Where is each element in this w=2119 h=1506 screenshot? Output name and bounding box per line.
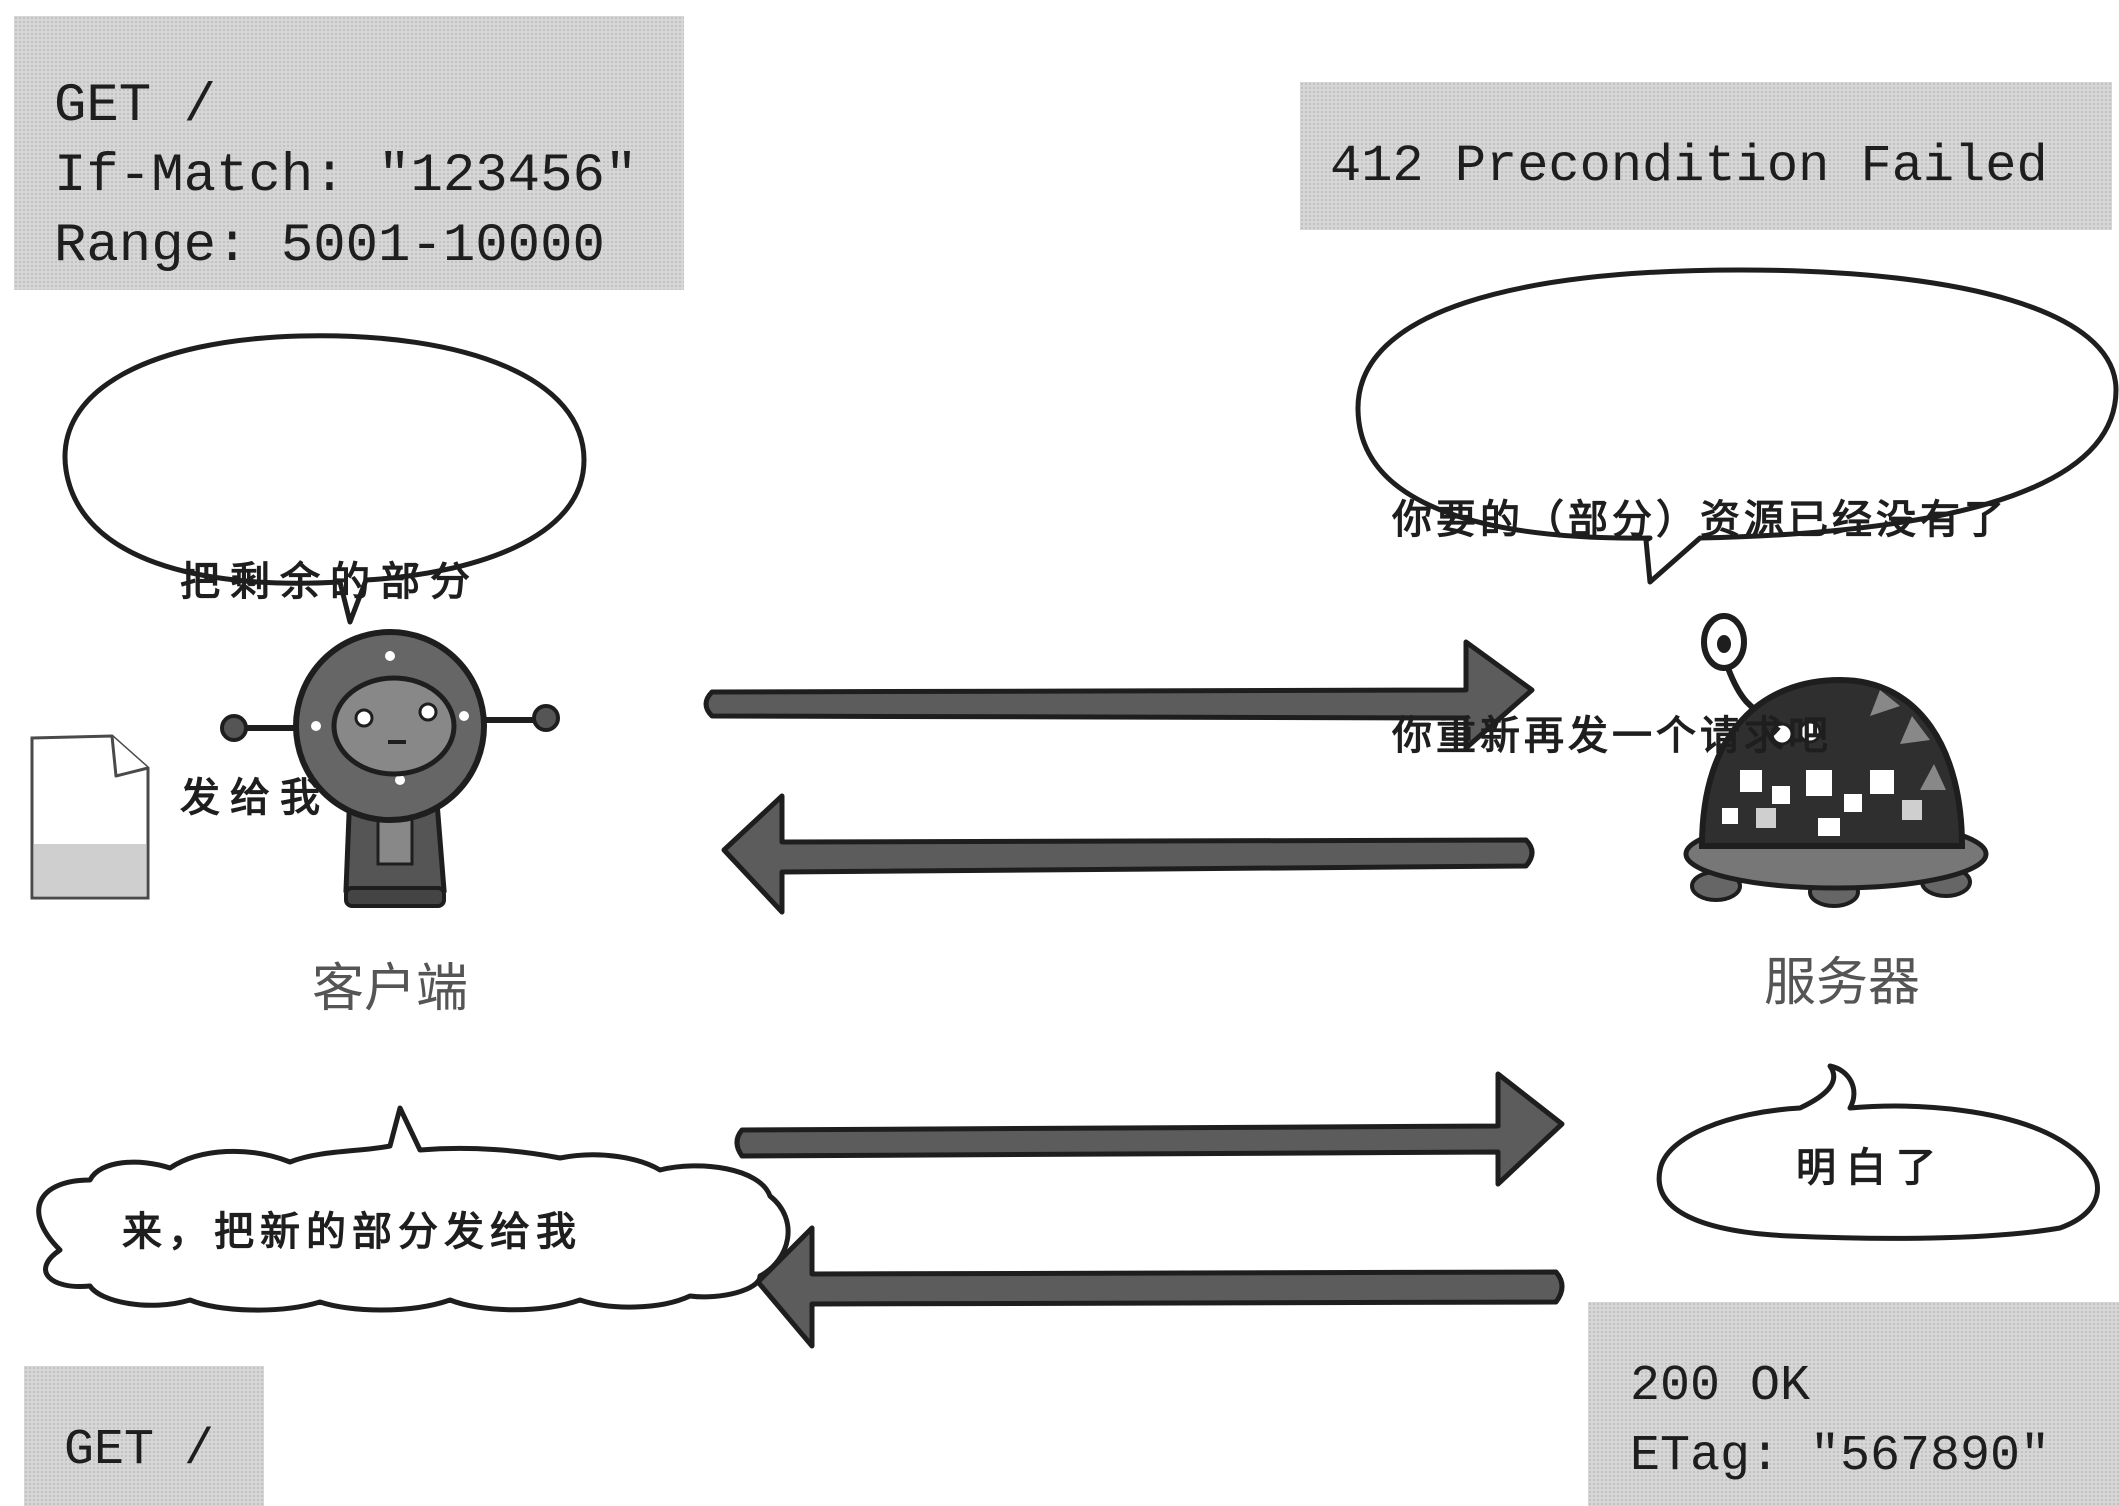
server-ack-bubble <box>1656 1063 2100 1241</box>
request-headers-box: GET / If-Match: "123456" Range: 5001-100… <box>14 16 684 290</box>
retry-request-line: GET / <box>64 1422 215 1479</box>
arrow-response-412 <box>721 793 1535 915</box>
if-match-header: If-Match: "123456" <box>54 146 638 207</box>
arrow-request-1 <box>703 639 1535 751</box>
etag-header: ETag: "567890" <box>1630 1428 2051 1485</box>
server-bubble-line-1: 你要的（部分）资源已经没有了 <box>1392 497 2008 543</box>
status-line-412: 412 Precondition Failed <box>1330 137 2048 196</box>
server-ack-bubble-text: 明白了 <box>1796 1145 1946 1191</box>
client-robot-icon <box>220 629 560 908</box>
client-bubble-line-1: 把剩余的部分 <box>180 559 480 605</box>
client-retry-bubble-text: 来，把新的部分发给我 <box>122 1209 582 1255</box>
range-header: Range: 5001-10000 <box>54 216 605 277</box>
arrow-request-2 <box>734 1071 1565 1187</box>
response-412-box: 412 Precondition Failed <box>1300 82 2112 230</box>
client-cloud-bubble <box>36 1105 791 1313</box>
server-label: 服务器 <box>1764 953 1921 1013</box>
arrow-response-200 <box>755 1225 1565 1349</box>
status-line-200: 200 OK <box>1630 1358 1811 1415</box>
server-robot-icon <box>1683 613 1989 908</box>
request-line: GET / <box>54 76 217 137</box>
client-bubble-text: 把剩余的部分 发给我 <box>180 402 480 906</box>
client-bubble-line-2: 发给我 <box>180 775 330 821</box>
client-speech-bubble <box>62 333 587 625</box>
response-200-box: 200 OK ETag: "567890" <box>1588 1302 2119 1506</box>
server-speech-bubble <box>1355 267 2119 585</box>
server-bubble-line-2: 你重新再发一个请求吧 <box>1392 713 1832 759</box>
retry-request-box: GET / <box>24 1366 264 1506</box>
document-icon <box>30 734 150 900</box>
server-bubble-text: 你要的（部分）资源已经没有了 你重新再发一个请求吧 <box>1392 340 2008 844</box>
client-label: 客户端 <box>312 959 469 1019</box>
